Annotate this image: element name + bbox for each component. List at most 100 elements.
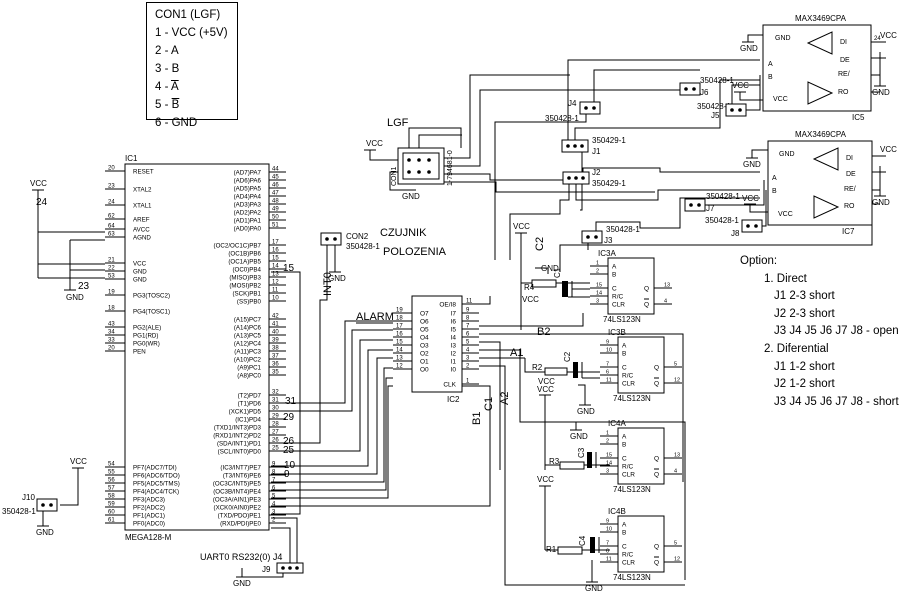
net-15-label: 15 [283, 263, 295, 274]
ic4a-pin-number: 4 [674, 469, 677, 475]
ic7-pin-de: DE [846, 171, 856, 178]
ic3b-pin-number: 5 [674, 362, 677, 368]
ic3a-ref: IC3A [598, 249, 616, 258]
gnd-label-ic7: GND [872, 198, 890, 207]
gnd-label-ic5: GND [872, 88, 890, 97]
ic1-pin-number: 44 [272, 167, 279, 173]
ic3a-part: 74LS123N [603, 315, 641, 324]
ic2-ref: IC2 [447, 395, 460, 404]
ic7-pin-gnd: GND [779, 151, 795, 158]
ic4b-surroundings: R1 C4 GND [545, 535, 610, 593]
ic1-pin-label: (A15)PC7 [234, 317, 262, 324]
ic1-pin-label: PF7(ADC7/TDI) [133, 465, 177, 472]
gnd-label-ic1: GND [66, 293, 84, 302]
ic4b-pin-number: 7 [606, 541, 609, 547]
r4-ref: R4 [524, 283, 535, 292]
ic5-part: MAX3469CPA [795, 14, 847, 23]
ic1-pin-label: (OC3A/AIN1)PE3 [213, 497, 262, 504]
vcc-label-ic3a: VCC [513, 222, 530, 231]
ic1-pin-number: 62 [108, 214, 115, 220]
ic1-pin-number: 49 [272, 207, 279, 213]
j4-connector: J4 350428-1 [494, 69, 700, 260]
ic2-pin-label: O4 [420, 335, 429, 342]
ic1-pin-number: 32 [272, 390, 279, 396]
ic1-pin-label: PF5(ADC5/TMS) [133, 481, 180, 488]
vcc-label-r4: VCC [522, 295, 539, 304]
ic1-pin-label: (SDA/INT1)PD1 [217, 441, 262, 448]
ic2-pin-number: 8 [466, 316, 470, 322]
gnd-label-ic5-left: GND [740, 44, 758, 53]
ic3a-pin-label: C [612, 286, 617, 293]
con1-legend-line-3: 3 - B [155, 63, 180, 75]
czujnik-label: CZUJNIK [380, 227, 427, 239]
c2-ref: C2 [563, 351, 572, 362]
ic2-pin-label: I3 [451, 343, 457, 350]
ic2-pin-number: 15 [396, 340, 403, 346]
vcc-label-ic4a-feed: VCC [537, 385, 554, 394]
ic4b-pin-number: 12 [674, 557, 680, 563]
ic1-pin-label: (MOSI)PB2 [229, 283, 261, 290]
ic2-pin-number: 5 [466, 340, 470, 346]
ic1-pin-label: GND [133, 277, 147, 284]
ic2-pin-number: 14 [396, 348, 403, 354]
ic1-pin-label: (T1)PD6 [238, 401, 262, 408]
ic2-pin-label: O5 [420, 327, 429, 334]
ic1-pin-number: 14 [272, 264, 279, 270]
ic4b-pin-number: 10 [606, 527, 612, 533]
ic1-pin-number: 24 [108, 200, 115, 206]
j4-ref: J4 [568, 99, 577, 108]
j1-part: 350429-1 [592, 136, 626, 145]
net-a1-label: A1 [510, 347, 523, 359]
polozenia-label: POLOZENIA [383, 246, 447, 258]
ic3a-pin-label: Q [644, 286, 649, 293]
lgf-con1-connector: LGF CON1 1-794681-0 VCC GND [364, 74, 680, 201]
ic4b-pin-label: Q [654, 560, 659, 567]
j3-ref: J3 [604, 236, 613, 245]
ic1-pin-label: (A9)PC1 [237, 365, 261, 372]
ic1-pin-label: (A8)PC0 [237, 373, 261, 380]
ic2-pin-label: I6 [451, 319, 457, 326]
ic1-pin-number: 41 [272, 322, 279, 328]
gnd-label-lgf: GND [402, 192, 420, 201]
ic1-pin-number: 35 [272, 370, 279, 376]
j9-uart-connector: UART0 RS232(0) J4 J9 GND [200, 517, 304, 588]
vcc-label-ic5: VCC [880, 31, 897, 40]
uart-label: UART0 RS232(0) J4 [200, 552, 282, 562]
ic2-pin-label: O6 [420, 319, 429, 326]
gnd-label-j9: GND [233, 579, 251, 588]
ic1-pin-number: 53 [108, 274, 115, 280]
ic1-pin-label: (OC3B/INT4)PE4 [213, 489, 261, 496]
ic7-max3469: MAX3469CPA IC7 GND A B VCC DI DE RE/ RO … [559, 130, 897, 272]
ic4a-pin-number: 13 [674, 453, 680, 459]
ic1-pin-number: 19 [108, 290, 115, 296]
ic3b-pin-label: A [622, 343, 627, 350]
ic3b-pin-label: Q [654, 365, 659, 372]
ic1-pin-number: 22 [108, 266, 115, 272]
ic3b-surroundings: R2 VCC C2 GND VCC [524, 351, 600, 470]
ic2-output-nets: A1 B2 A2 C1 B1 C2 [471, 237, 686, 586]
ic1-pin-label: PG1(RD) [133, 333, 158, 340]
ic7-pin-a: A [772, 175, 777, 182]
ic2-pin-number: 3 [466, 356, 470, 362]
ic5-pin4-num: 24 [874, 36, 881, 42]
ic1-pin-number: 9 [272, 462, 276, 468]
ic4b-pin-label: CLR [622, 560, 635, 567]
ic1-pin-label: (A13)PC5 [234, 333, 262, 340]
ic5-pin-b: B [768, 74, 773, 81]
ic2-pin-label: I2 [451, 351, 457, 358]
j9-ref: J9 [262, 565, 271, 574]
ic1-pin-label: (XCK0/AIN0)PE2 [214, 505, 262, 512]
ic3b-pin-label: Q [654, 381, 659, 388]
gnd-label-ic4b: GND [585, 584, 603, 593]
ic1-pin-label: (IC1)PD4 [235, 417, 261, 424]
j8-ref: J8 [731, 229, 740, 238]
option-direct-j1: J1 2-3 short [774, 290, 835, 303]
ic1-pin-number: 23 [108, 184, 115, 190]
ic1-pin-number: 8 [272, 470, 276, 476]
ic2-pin-number: 18 [396, 316, 403, 322]
ic1-pin-number: 25 [272, 446, 279, 452]
